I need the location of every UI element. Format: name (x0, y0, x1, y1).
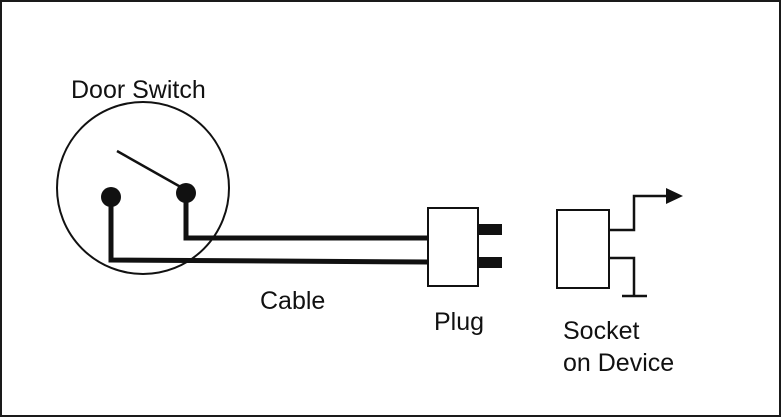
plug-body (427, 207, 479, 287)
socket-label-line1: Socket (563, 317, 639, 345)
plug (427, 207, 502, 287)
socket (556, 188, 683, 298)
socket-label-line2: on Device (563, 349, 674, 377)
cable-label: Cable (260, 287, 325, 315)
socket-signal-line (609, 194, 668, 232)
socket-body (556, 209, 610, 289)
switch-lever (116, 149, 187, 192)
arrow-icon (666, 188, 683, 204)
plug-label: Plug (434, 308, 484, 336)
door-switch (56, 101, 230, 275)
cable (108, 193, 429, 265)
socket-ground-line (609, 256, 636, 296)
cable-wire-lower (108, 197, 429, 265)
plug-pin-upper (478, 224, 502, 235)
cable-wire-upper (183, 193, 428, 241)
door-switch-label: Door Switch (71, 76, 206, 104)
plug-pin-lower (478, 257, 502, 268)
door-switch-housing (56, 101, 230, 275)
